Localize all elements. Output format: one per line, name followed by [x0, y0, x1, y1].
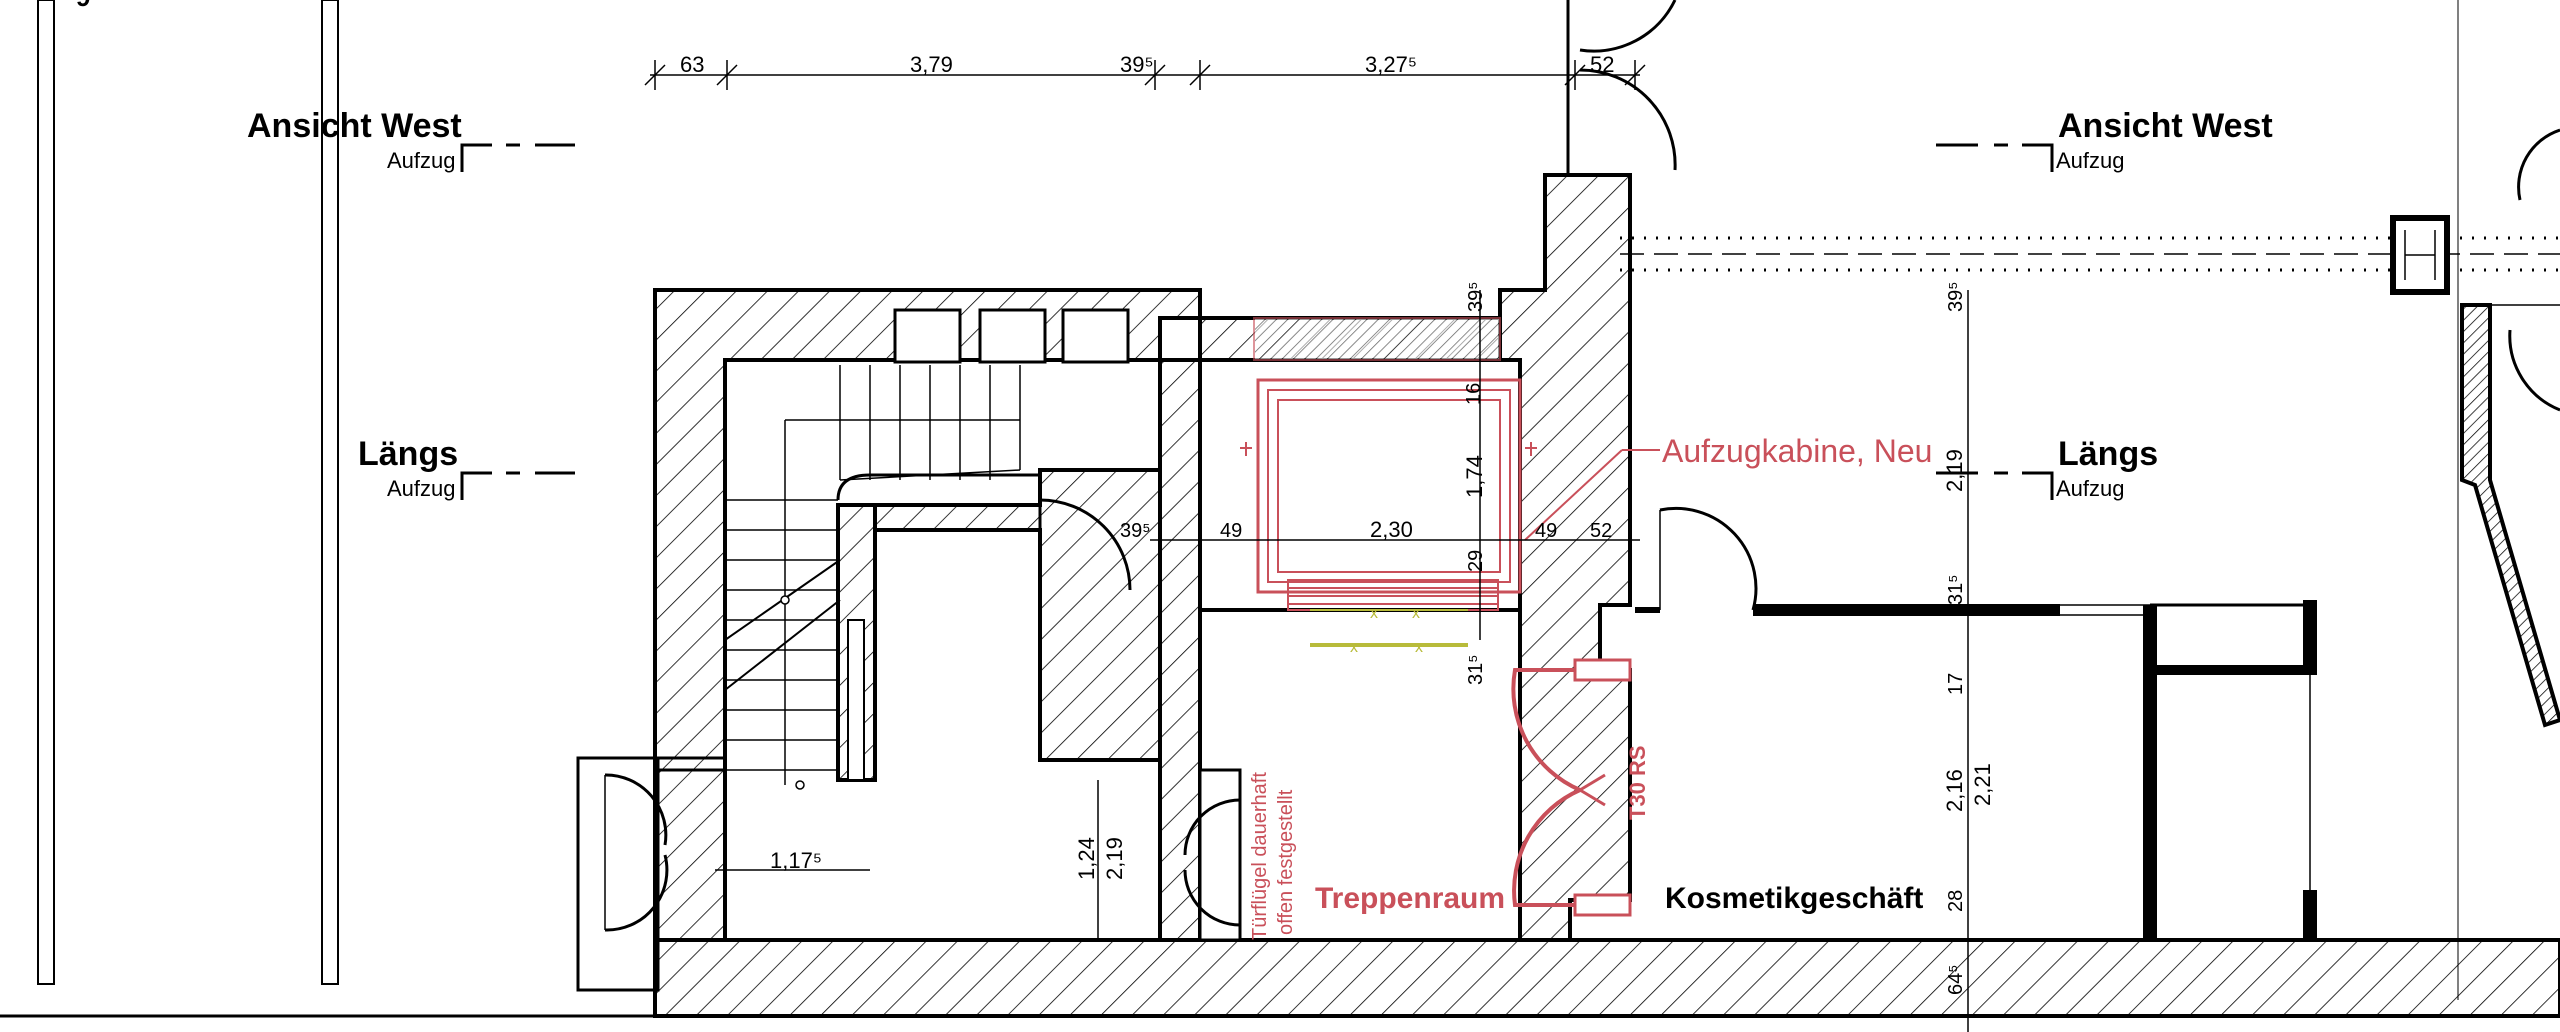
- left-columns: 9: [37, 0, 339, 985]
- section-sub-aufzug-4: Aufzug: [2056, 476, 2125, 501]
- dim-top-395: 39⁵: [1120, 52, 1154, 77]
- dim-h-49-left: 49: [1220, 520, 1242, 542]
- dim-v-174: 1,74: [1462, 455, 1487, 498]
- section-label-laengs-left: Längs: [358, 435, 458, 473]
- svg-text:x: x: [1370, 605, 1378, 622]
- svg-text:x: x: [1415, 639, 1423, 656]
- dim-v-16: 16: [1463, 383, 1485, 405]
- elevator-cabin-new: [1240, 378, 1660, 611]
- dim-h-1175: 1,17⁵: [770, 848, 822, 873]
- staircase: [724, 365, 1040, 790]
- room-label-kosmetikgeschaeft: Kosmetikgeschäft: [1665, 882, 1923, 915]
- shaft-door: x x x x: [1310, 605, 1468, 656]
- dim-rv-17: 17: [1945, 673, 1967, 695]
- dim-rv-395: 39⁵: [1945, 281, 1967, 312]
- dim-h-52: 52: [1590, 520, 1612, 542]
- top-door: [1566, 0, 1677, 175]
- south-wall: [0, 938, 2560, 1018]
- dimension-lines: [644, 60, 1969, 1032]
- right-structure: [1620, 0, 2560, 1000]
- dim-rv-221: 2,21: [1970, 763, 1995, 806]
- dim-rv-645: 64⁵: [1945, 964, 1967, 995]
- dim-h-230: 2,30: [1370, 517, 1413, 542]
- t30-double-door: [1511, 658, 1632, 917]
- room-label-treppenraum: Treppenraum: [1315, 882, 1505, 915]
- svg-text:x: x: [1412, 605, 1420, 622]
- svg-text:x: x: [1350, 639, 1358, 656]
- entrance-double-door: [576, 756, 725, 992]
- section-label-ansicht-west-right: Ansicht West: [2058, 107, 2273, 145]
- section-sub-aufzug-2: Aufzug: [2056, 148, 2125, 173]
- dim-rv-219: 2,19: [1942, 449, 1967, 492]
- section-label-ansicht-west-left: Ansicht West: [247, 107, 462, 145]
- door-label-t30rs: T30 RS: [1625, 745, 1650, 820]
- dim-rv-216: 2,16: [1942, 769, 1967, 812]
- dim-v-315-left: 31⁵: [1465, 654, 1487, 685]
- dim-h-49-right: 49: [1535, 520, 1557, 542]
- dim-h-395: 39⁵: [1120, 520, 1151, 542]
- svg-text:9: 9: [76, 0, 90, 12]
- stair-top-door: [1038, 498, 1132, 591]
- stair-walls: [653, 173, 1632, 942]
- stair-double-door: [1183, 768, 1242, 942]
- section-markers: [460, 143, 2054, 500]
- section-sub-aufzug-1: Aufzug: [387, 148, 456, 173]
- section-sub-aufzug-3: Aufzug: [387, 476, 456, 501]
- door-note-line1: Türflügel dauerhaft: [1249, 772, 1271, 940]
- dim-rv-315: 31⁵: [1945, 574, 1967, 605]
- section-label-laengs-right: Längs: [2058, 435, 2158, 473]
- dim-top-52: 52: [1590, 52, 1614, 77]
- dim-v-124: 1,24: [1074, 837, 1099, 880]
- dim-top-379: 3,79: [910, 52, 953, 77]
- elevator-cabin-label: Aufzugkabine, Neu: [1662, 433, 1932, 469]
- dim-v-29: 29: [1465, 550, 1487, 572]
- dim-v-219-lower: 2,19: [1102, 837, 1127, 880]
- door-note-line2: offen festgestellt: [1275, 789, 1297, 935]
- dim-rv-28: 28: [1945, 890, 1967, 912]
- shop-walls: [1635, 506, 2317, 940]
- dim-top-3275: 3,27⁵: [1365, 52, 1417, 77]
- shaft-boxes: [893, 308, 1130, 364]
- dim-top-63: 63: [680, 52, 704, 77]
- dim-v-395-top: 39⁵: [1465, 281, 1487, 312]
